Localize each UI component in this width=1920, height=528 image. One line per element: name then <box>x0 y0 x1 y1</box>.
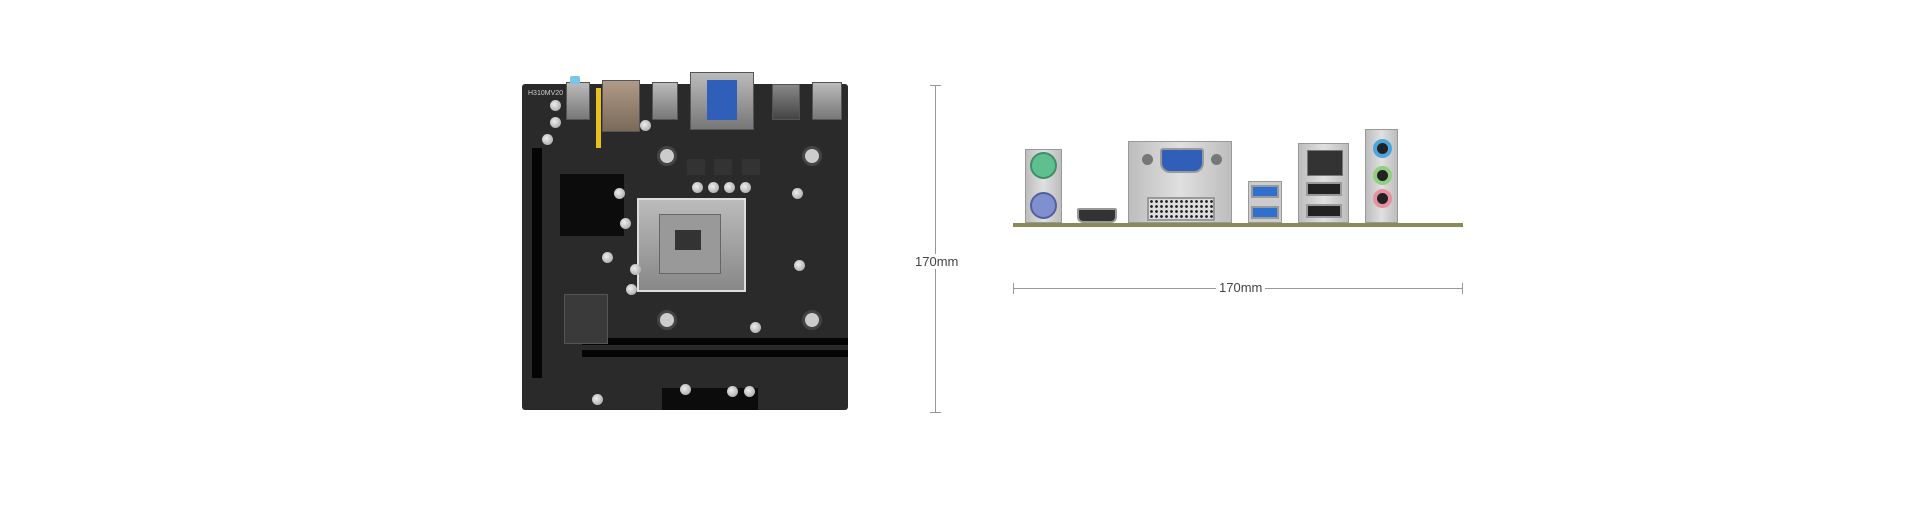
ps2-keyboard-port <box>1030 152 1057 179</box>
capacitor <box>640 120 651 131</box>
pcie-slot <box>532 148 542 378</box>
choke <box>742 159 760 175</box>
vga-blue <box>707 80 737 120</box>
capacitor <box>550 117 561 128</box>
capacitor <box>542 134 553 145</box>
usb-lan-stack <box>602 80 640 132</box>
dimension-tick <box>1013 283 1014 294</box>
capacitor <box>602 252 613 263</box>
usb3-port <box>1251 185 1279 198</box>
capacitor <box>740 182 751 193</box>
hdmi-port <box>1077 208 1117 223</box>
socket-center <box>675 230 701 250</box>
dimension-tick <box>1462 283 1463 294</box>
usb3-port <box>1251 206 1279 219</box>
ps2-port <box>566 82 590 120</box>
pcb-edge <box>1013 223 1463 227</box>
capacitor <box>620 218 631 229</box>
capacitor <box>550 100 561 111</box>
screw <box>1142 154 1153 165</box>
dimension-tick <box>930 85 941 86</box>
capacitor <box>708 182 719 193</box>
dimm-slot-1 <box>582 338 848 345</box>
motherboard-image: H310MV20 <box>522 84 848 410</box>
height-dimension-line <box>935 85 936 412</box>
usb2-port <box>1306 204 1342 218</box>
choke <box>687 159 705 175</box>
capacitor <box>724 182 735 193</box>
capacitor <box>727 386 738 397</box>
dvi-port <box>1147 197 1215 221</box>
capacitor <box>744 386 755 397</box>
ps2-color-tab <box>570 76 580 84</box>
mounting-hole <box>802 310 822 330</box>
capacitor <box>692 182 703 193</box>
usb3-stack <box>1248 181 1282 223</box>
ps2-mouse-port <box>1030 192 1057 219</box>
audio-port <box>812 82 842 120</box>
capacitor <box>792 188 803 199</box>
pch-chip <box>560 174 624 236</box>
capacitor <box>794 260 805 271</box>
height-dimension-label: 170mm <box>912 254 962 269</box>
vga-dvi-port <box>690 72 754 130</box>
mounting-hole <box>657 146 677 166</box>
mounting-hole <box>657 310 677 330</box>
audio-mic <box>1373 189 1392 208</box>
board-silkscreen-label: H310MV20 <box>528 90 564 97</box>
battery-wire <box>596 88 601 148</box>
screw <box>1211 154 1222 165</box>
dimension-tick <box>930 412 941 413</box>
hdmi-port <box>772 84 800 120</box>
rj45-port <box>1307 150 1343 176</box>
capacitor <box>630 264 641 275</box>
cpu-socket <box>637 198 746 292</box>
choke <box>714 159 732 175</box>
vga-dvi-bracket <box>1128 141 1232 223</box>
capacitor <box>750 322 761 333</box>
capacitor <box>680 384 691 395</box>
vga-port <box>1160 148 1204 173</box>
lan-usb-bracket <box>1298 143 1349 223</box>
usb3-port <box>652 82 678 120</box>
audio-line-in <box>1373 139 1392 158</box>
audio-line-out <box>1373 166 1392 185</box>
audio-bracket <box>1365 129 1398 223</box>
dimm-slot-2 <box>582 350 848 357</box>
ps2-bracket <box>1025 149 1062 223</box>
width-dimension-label: 170mm <box>1216 280 1266 295</box>
mounting-hole <box>802 146 822 166</box>
capacitor <box>626 284 637 295</box>
capacitor <box>592 394 603 405</box>
capacitor <box>614 188 625 199</box>
usb2-port <box>1306 182 1342 196</box>
m2-slot <box>564 294 608 344</box>
